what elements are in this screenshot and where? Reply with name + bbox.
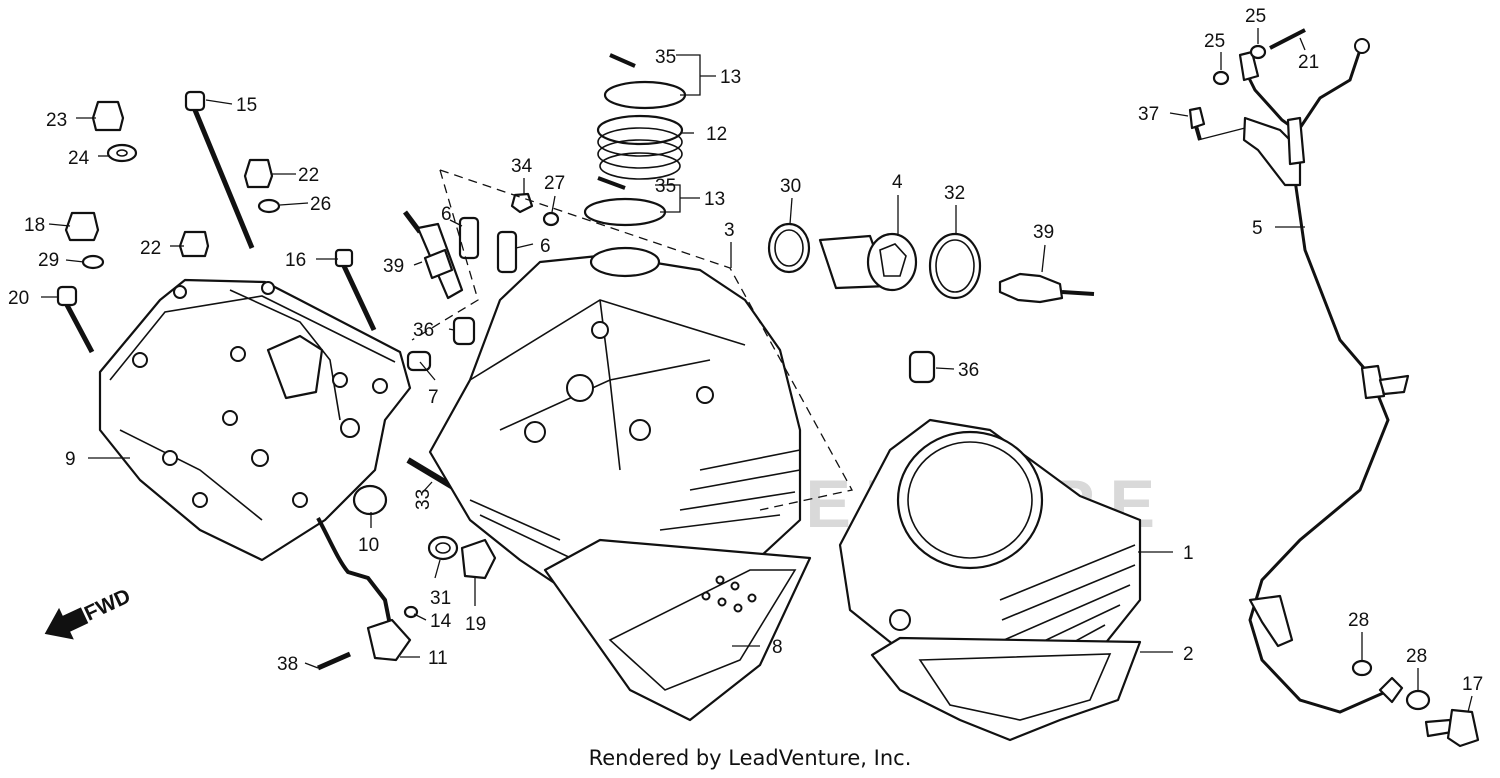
callout-16: 16 [285,250,306,271]
callout-30: 30 [780,176,801,197]
callout-19: 19 [465,614,486,635]
callout-36-a: 36 [413,320,434,341]
callout-8: 8 [772,637,783,658]
callout-3: 3 [724,220,735,241]
callout-4: 4 [892,172,903,193]
callout-14: 14 [430,611,452,632]
callout-7: 7 [428,387,439,408]
callout-6-a: 6 [441,204,452,225]
callout-18: 18 [24,215,45,236]
spark-plug-left [403,210,464,300]
callout-37: 37 [1138,104,1159,125]
callout-17: 17 [1462,674,1483,695]
callout-23: 23 [46,110,67,131]
callout-1: 1 [1183,543,1194,564]
callout-2: 2 [1183,644,1194,665]
oil-pipe [316,517,412,671]
callout-24: 24 [68,148,90,169]
callout-34: 34 [511,156,533,177]
callout-26: 26 [310,194,331,215]
head-gasket [543,538,812,722]
callout-6-b: 6 [540,236,551,257]
callout-labels: 1 2 3 4 5 6 6 7 8 9 10 11 12 13 13 14 15… [8,6,1483,695]
callout-38: 38 [277,654,298,675]
long-bolts [56,90,377,354]
callout-12: 12 [706,124,727,145]
callout-35-a: 35 [655,47,676,68]
callout-28-b: 28 [1406,646,1427,667]
callout-32: 32 [944,183,965,204]
callout-5: 5 [1252,218,1263,239]
callout-22-b: 22 [140,238,161,259]
fwd-label: FWD [81,585,134,626]
base-gasket [870,636,1142,742]
callout-22-a: 22 [298,165,319,186]
callout-11: 11 [428,648,448,669]
callout-9: 9 [65,449,76,470]
callout-39-b: 39 [1033,222,1054,243]
callout-10: 10 [358,535,379,556]
callout-27: 27 [544,173,565,194]
head-cover [98,278,412,562]
callout-25-b: 25 [1245,6,1266,27]
callout-15: 15 [236,95,257,116]
dowels [406,216,936,384]
callout-13-a: 13 [720,67,741,88]
callout-31: 31 [430,588,451,609]
callout-35-b: 35 [655,176,676,197]
callout-25-a: 25 [1204,31,1225,52]
exhaust-joint [767,222,1095,304]
callout-36-b: 36 [958,360,979,381]
callout-29: 29 [38,250,59,271]
callout-39-a: 39 [383,256,404,277]
callout-33: 33 [413,489,434,510]
callout-13-b: 13 [704,189,725,210]
callout-20: 20 [8,288,29,309]
leader-lines [41,28,1473,713]
credit-line: Rendered by LeadVenture, Inc. [588,746,912,770]
callout-28-a: 28 [1348,610,1369,631]
caps-washers-left [64,100,281,270]
intake-joint [510,53,687,227]
forward-arrow: FWD [44,585,134,640]
callout-21: 21 [1298,52,1319,73]
wiring-harness [1188,28,1480,748]
